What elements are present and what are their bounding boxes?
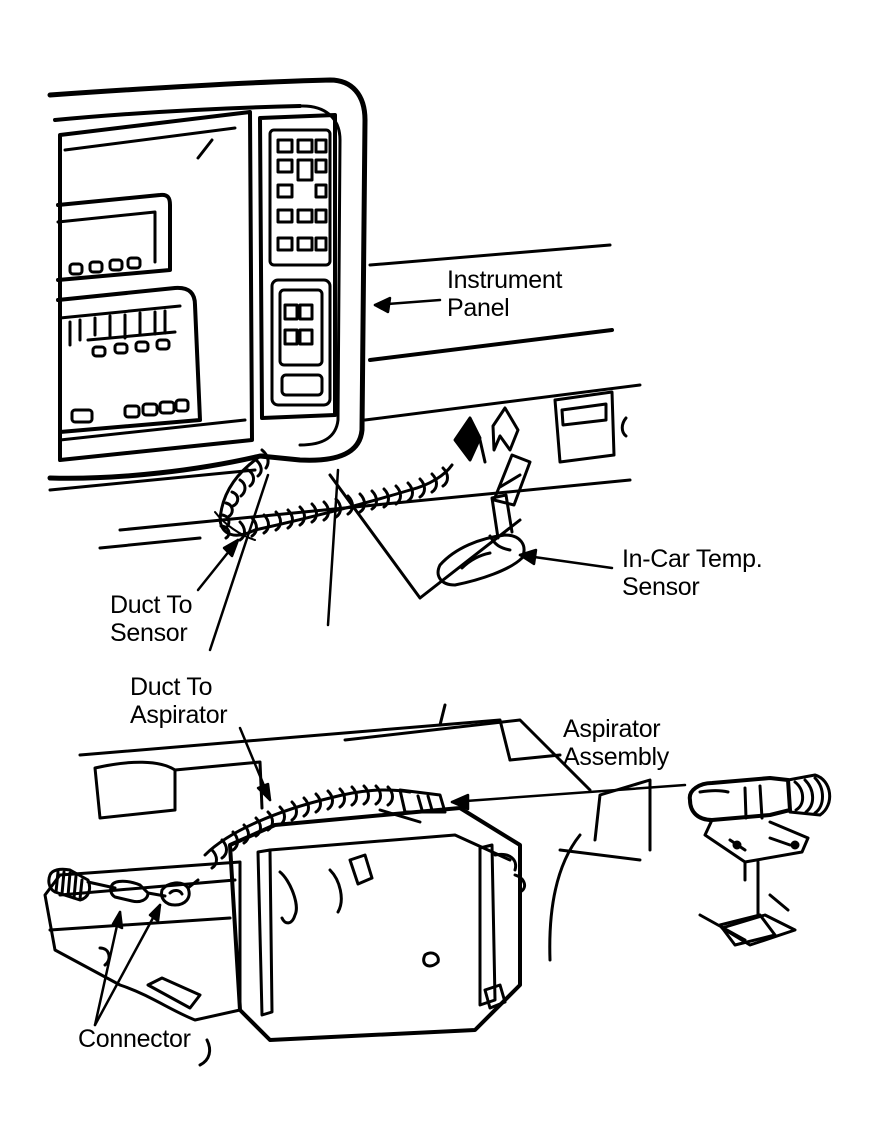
duct-to-aspirator <box>203 784 447 870</box>
heater-module <box>43 703 790 1067</box>
label-duct-to-aspirator: Duct To Aspirator <box>130 673 228 729</box>
label-line: Aspirator <box>130 701 228 729</box>
label-line: Sensor <box>110 619 188 647</box>
label-line: Sensor <box>622 573 700 601</box>
label-duct-to-sensor: Duct To Sensor <box>110 591 193 647</box>
label-line: Assembly <box>563 743 669 771</box>
leader-lines <box>93 296 687 1027</box>
instrument-panel <box>47 77 642 550</box>
connector <box>47 867 200 907</box>
in-car-temp-sensor <box>328 406 532 600</box>
aspirator-assembly <box>687 773 831 947</box>
label-line: Panel <box>447 294 510 322</box>
duct-to-sensor <box>214 448 454 542</box>
label-instrument-panel: Instrument Panel <box>447 266 562 322</box>
label-aspirator-assembly: Aspirator Assembly <box>563 715 669 771</box>
label-line: Duct To <box>110 591 193 619</box>
label-line: Instrument <box>447 266 563 294</box>
label-line: Aspirator <box>563 715 661 743</box>
label-in-car-temp-sensor: In-Car Temp. Sensor <box>622 545 763 601</box>
label-connector: Connector <box>78 1025 191 1053</box>
label-line: Connector <box>78 1025 191 1053</box>
label-line: In-Car Temp. <box>622 545 763 573</box>
label-line: Duct To <box>130 673 213 701</box>
